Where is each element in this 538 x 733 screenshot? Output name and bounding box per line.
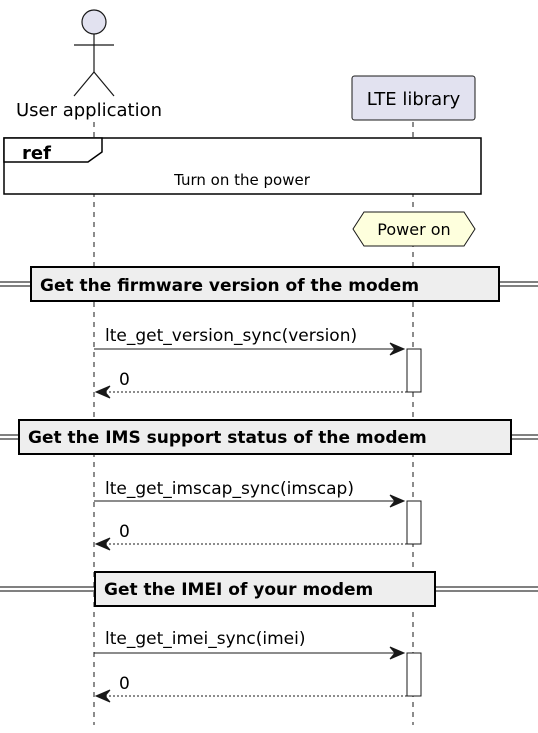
message-label: lte_get_imscap_sync(imscap) <box>105 479 354 499</box>
message-return-imei: 0 <box>94 674 407 703</box>
message-label: lte_get_imei_sync(imei) <box>105 629 306 649</box>
section-divider-ims: Get the IMS support status of the modem <box>0 419 538 455</box>
return-label: 0 <box>119 522 130 542</box>
arrow-head-icon <box>389 646 406 660</box>
participant-box <box>351 75 476 121</box>
divider-box <box>18 419 512 455</box>
activation-bar <box>406 652 422 697</box>
message-call-imscap: lte_get_imscap_sync(imscap) <box>94 479 422 545</box>
message-call-version: lte_get_version_sync(version) <box>94 326 422 393</box>
arrow-head-icon <box>94 689 111 703</box>
state-power-on: Power on <box>352 211 476 247</box>
section-title: Get the firmware version of the modem <box>40 276 419 296</box>
arrow-head-icon <box>94 385 111 399</box>
ref-tag: ref <box>22 143 51 164</box>
state-hexagon <box>352 211 476 247</box>
arrow-head-icon <box>94 537 111 551</box>
actor-head-icon <box>81 9 107 35</box>
ref-text: Turn on the power <box>173 171 311 189</box>
participant-lte-library: LTE library <box>351 75 476 121</box>
message-label: lte_get_version_sync(version) <box>105 326 357 346</box>
divider-box <box>94 571 436 607</box>
divider-box <box>30 266 500 302</box>
actor-label: User application <box>16 100 162 121</box>
ref-frame: ref Turn on the power <box>3 137 482 195</box>
section-title: Get the IMS support status of the modem <box>28 428 427 448</box>
arrow-head-icon <box>389 494 406 508</box>
actor-user-application: User application <box>16 9 162 121</box>
arrow-head-icon <box>389 342 406 356</box>
message-call-imei: lte_get_imei_sync(imei) <box>94 629 422 697</box>
activation-bar <box>406 348 422 393</box>
state-label: Power on <box>377 220 450 239</box>
return-label: 0 <box>119 674 130 694</box>
participant-label: LTE library <box>367 89 461 110</box>
message-return-imscap: 0 <box>94 522 407 551</box>
activation-bar <box>406 500 422 545</box>
ref-tag-box <box>3 137 103 163</box>
section-title: Get the IMEI of your modem <box>104 580 373 600</box>
message-return-version: 0 <box>94 370 407 399</box>
section-divider-firmware: Get the firmware version of the modem <box>0 266 538 302</box>
return-label: 0 <box>119 370 130 390</box>
section-divider-imei: Get the IMEI of your modem <box>0 571 538 607</box>
ref-frame-box <box>3 137 482 195</box>
